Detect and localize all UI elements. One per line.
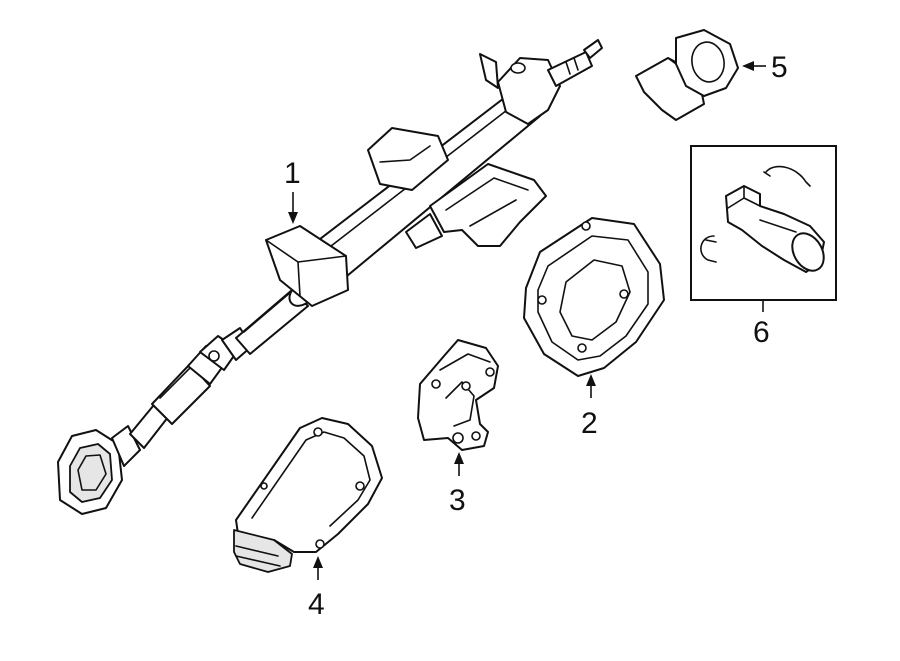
- leader-2: [586, 374, 596, 398]
- callout-2: 2: [581, 407, 598, 440]
- lock-cylinder-kit-inset: [690, 145, 837, 312]
- lock-cylinder-kit-icon: [700, 165, 825, 273]
- mounting-bracket-icon: [417, 339, 499, 451]
- leader-1: [288, 192, 298, 224]
- callout-4: 4: [308, 588, 325, 621]
- callout-5: 5: [771, 51, 788, 84]
- column-cover-plate-icon: [523, 217, 665, 377]
- leader-5: [742, 61, 766, 71]
- small-bracket-icon: [635, 29, 739, 121]
- boot-cover-icon: [233, 417, 383, 573]
- callout-6: 6: [753, 316, 770, 349]
- leader-4: [313, 556, 323, 580]
- callout-1: 1: [284, 157, 301, 190]
- leader-3: [454, 452, 464, 476]
- callout-3: 3: [449, 484, 466, 517]
- steering-column-assembly-icon: [57, 39, 603, 515]
